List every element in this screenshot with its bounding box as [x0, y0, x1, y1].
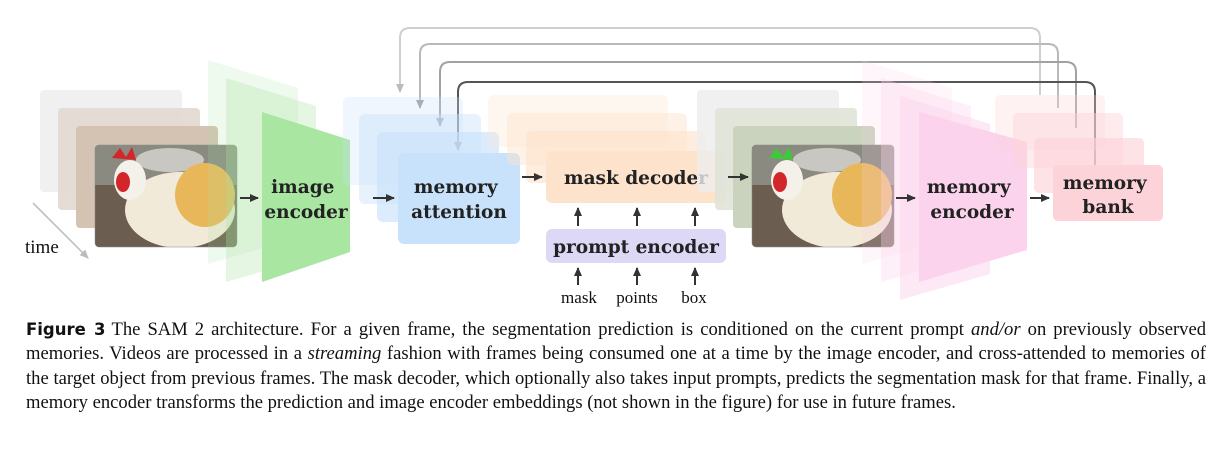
image-encoder-block: image encoder — [208, 60, 350, 282]
prompt-input-mask: mask — [561, 288, 597, 307]
current-frame-image — [95, 145, 237, 247]
prompt-encoder-block: prompt encoder — [546, 229, 726, 263]
caption-text: The SAM 2 architecture. For a given fram… — [26, 319, 1211, 413]
input-frames-stack — [40, 90, 238, 248]
prompt-to-decoder-arrows — [574, 207, 699, 226]
prompt-input-points: points — [616, 288, 658, 307]
memory-encoder-shape — [919, 112, 1027, 282]
time-label: time — [25, 237, 59, 258]
mask-decoder-box — [546, 151, 726, 203]
caption-segment: fashion with frames being consumed one a… — [26, 343, 1211, 414]
caption-emphasis: streaming — [307, 343, 382, 365]
memory-encoder-block: memory encoder — [862, 60, 1027, 300]
sam2-architecture-diagram: time image encoder memory attention mask… — [25, 27, 1163, 307]
feedback-arrow-current — [454, 81, 1096, 165]
memory-attention-label: memory attention — [411, 177, 507, 223]
memory-attention-box — [398, 153, 520, 244]
image-encoder-label: image encoder — [264, 177, 348, 223]
image-encoder-shape — [262, 112, 350, 282]
figure-caption: Figure 3 The SAM 2 architecture. For a gi… — [26, 318, 1206, 416]
prompt-encoder-box — [546, 229, 726, 263]
time-arrow — [32, 202, 89, 259]
mask-decoder-label: mask decoder — [564, 168, 708, 189]
output-frames-stack — [697, 90, 895, 248]
caption-segment: The SAM 2 architecture. For a given fram… — [111, 319, 971, 340]
memory-encoder-label: memory encoder — [927, 177, 1017, 223]
time-axis: time — [25, 202, 89, 259]
memory-bank-block: memory bank — [995, 95, 1163, 221]
feedback-arrow-old — [436, 61, 1077, 128]
caption-segment: on previously observed memories. Videos … — [26, 319, 1211, 365]
feedback-loops — [396, 27, 1096, 165]
memory-bank-box — [1053, 165, 1163, 221]
segmented-frame-image — [752, 145, 894, 247]
prompt-inputs: mask points box — [561, 267, 707, 307]
main-flow-arrows — [240, 173, 1050, 202]
memory-attention-block: memory attention — [343, 97, 520, 244]
memory-bank-label: memory bank — [1063, 173, 1153, 218]
feedback-arrow-older — [416, 43, 1059, 109]
mask-decoder-block: mask decoder — [488, 95, 726, 203]
figure-label: Figure 3 — [26, 320, 106, 339]
caption-emphasis: and/or — [970, 319, 1021, 340]
feedback-arrow-oldest — [396, 27, 1041, 95]
prompt-encoder-label: prompt encoder — [553, 237, 719, 258]
prompt-input-box: box — [681, 288, 707, 307]
